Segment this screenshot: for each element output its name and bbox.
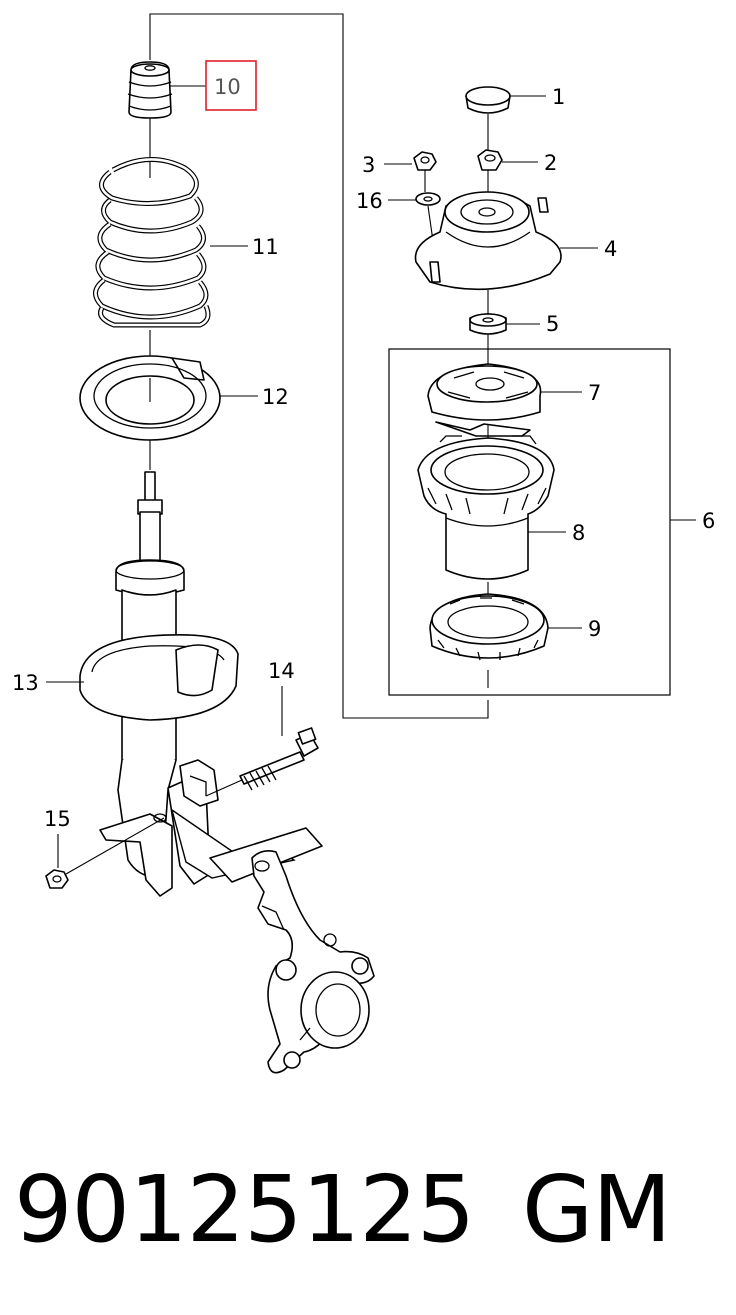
callout-1: 1 [552,85,565,109]
callout-7: 7 [588,381,601,405]
dust-cap-part [465,86,511,114]
callout-9: 9 [588,617,601,641]
callout-2: 2 [544,151,557,175]
callout-6: 6 [702,509,715,533]
callout-15: 15 [44,807,71,831]
callout-14: 14 [268,659,295,683]
bushing-part [469,313,507,335]
washer-16-part [415,192,441,206]
callout-11: 11 [252,235,279,259]
subassembly-6-frame [388,348,671,696]
callout-5: 5 [546,312,559,336]
bearing-plate-part [427,363,542,437]
callout-8: 8 [572,521,585,545]
bump-stop-part [127,61,173,119]
assembly-connector-line [149,13,489,719]
nut-axis-line [65,817,165,875]
coil-spring-part [93,157,211,328]
strut-mount-part [414,191,562,291]
callout-4: 4 [604,237,617,261]
nut-2-part [477,149,503,171]
brand-name: GM [522,1156,672,1263]
callout-13: 13 [12,671,39,695]
nut-3-part [413,151,437,171]
nut-15-part [45,869,69,889]
diagram-canvas: 10 1 2 3 4 5 6 7 8 9 11 12 13 14 15 16 [12,13,715,1074]
callout-16: 16 [356,189,383,213]
part-caption: 90125125 GM [0,1150,736,1270]
strut-assembly-part [79,471,239,897]
seat-ring-part [429,593,549,661]
callout-12: 12 [262,385,289,409]
steering-knuckle-part [170,808,375,1074]
callout-3: 3 [362,153,375,177]
callout-10: 10 [214,75,241,99]
part-number: 90125125 [14,1156,475,1263]
bolt-axis-line [205,779,243,797]
dust-boot-part [417,435,555,580]
bolt-part [239,727,319,791]
highlight-box-10 [205,60,257,111]
